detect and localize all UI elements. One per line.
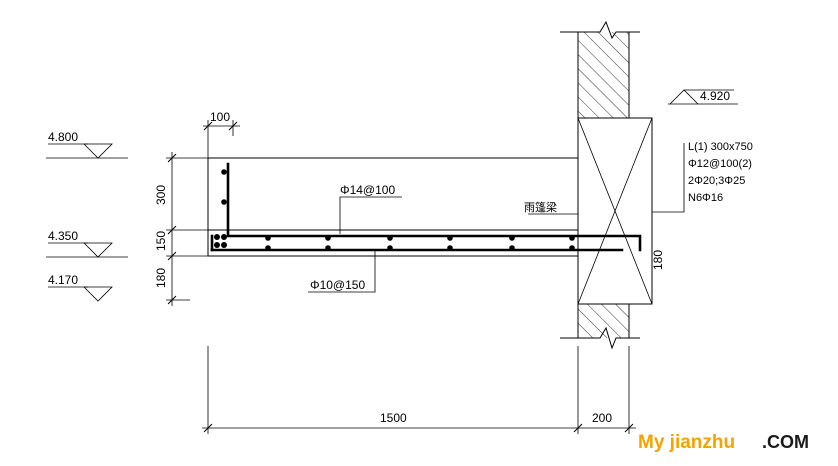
dim-text-beam-180: 180: [651, 250, 665, 270]
beam-spec-line3: 2Φ20;3Φ25: [688, 175, 745, 187]
level-text-4170: 4.170: [48, 273, 78, 287]
masonry-wall-top: [560, 20, 640, 118]
level-mark-4920: 4.920: [668, 89, 738, 105]
left-dimension-chain: 300 150 180: [154, 152, 208, 306]
dim-text-180: 180: [154, 268, 168, 288]
canopy-slab: [207, 157, 578, 257]
dim-text-100: 100: [210, 110, 230, 124]
watermark-suffix-text: .COM: [762, 432, 809, 452]
bottom-rebar-label: Φ10@150: [308, 250, 376, 293]
dim-text-1500: 1500: [380, 411, 407, 425]
beam-spec-line1: L(1) 300x750: [688, 141, 753, 153]
dim-text-200: 200: [592, 411, 612, 425]
beam-dimension-180: 180: [651, 250, 665, 270]
bottom-dimension-chain: 1500 200: [202, 346, 636, 434]
level-mark-4170: 4.170: [48, 273, 113, 302]
bottom-rebar-text: Φ10@150: [310, 278, 365, 292]
canopy-beam: [577, 117, 653, 305]
top-rebar-text: Φ14@100: [340, 183, 395, 197]
level-mark-4800: 4.800: [46, 130, 128, 159]
beam-name-text: 雨篷梁: [524, 200, 557, 214]
dim-text-150: 150: [154, 231, 168, 251]
beam-spec-line2: Φ12@100(2): [688, 158, 752, 170]
level-text-4350: 4.350: [48, 229, 78, 243]
top-dimension-100: 100: [203, 110, 240, 158]
watermark-main-text: My jianzhu: [638, 432, 735, 453]
level-text-4800: 4.800: [48, 130, 78, 144]
beam-spec-line4: N6Φ16: [688, 192, 723, 204]
level-mark-4350: 4.350: [46, 229, 128, 258]
dim-text-300: 300: [154, 185, 168, 205]
watermark-logo: My jianzhu .COM: [638, 432, 809, 453]
bottom-rebar-line: [210, 234, 624, 252]
top-rebar-label: Φ14@100: [339, 183, 402, 234]
masonry-wall-bottom: [560, 304, 640, 350]
top-rebar-line: [226, 162, 642, 252]
beam-spec-label: L(1) 300x750 Φ12@100(2) 2Φ20;3Φ25 N6Φ16: [652, 141, 753, 213]
beam-name-label: 雨篷梁: [524, 200, 578, 215]
level-text-4920: 4.920: [700, 89, 730, 103]
distribution-rebar-dots: [214, 169, 575, 251]
